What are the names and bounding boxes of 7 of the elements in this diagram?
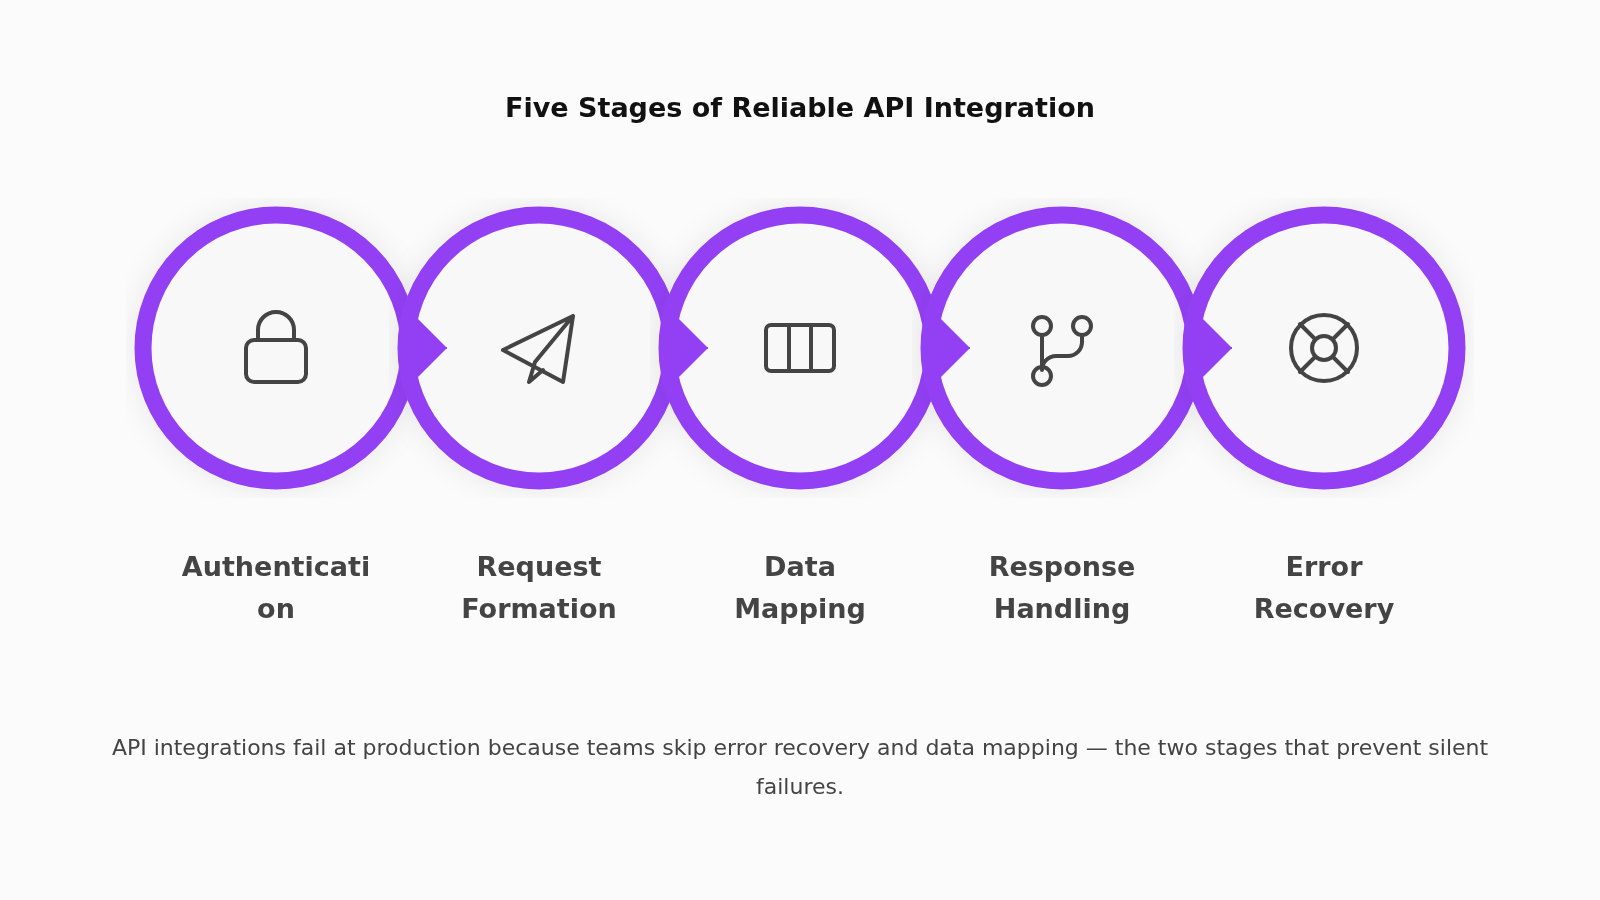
stage-label: Authentication	[180, 550, 372, 626]
caption: API integrations fail at production because teams skip error recovery and data mapping — the two stages that prevent silent failures.	[110, 734, 1490, 801]
stage-label: Data Mapping	[733, 550, 867, 626]
title: Five Stages of Reliable API Integration	[504, 92, 1096, 123]
stage-label: Error Recovery	[1252, 550, 1396, 626]
stage-label: Request Formation	[460, 550, 618, 626]
stage-label: Response Handling	[987, 550, 1137, 626]
